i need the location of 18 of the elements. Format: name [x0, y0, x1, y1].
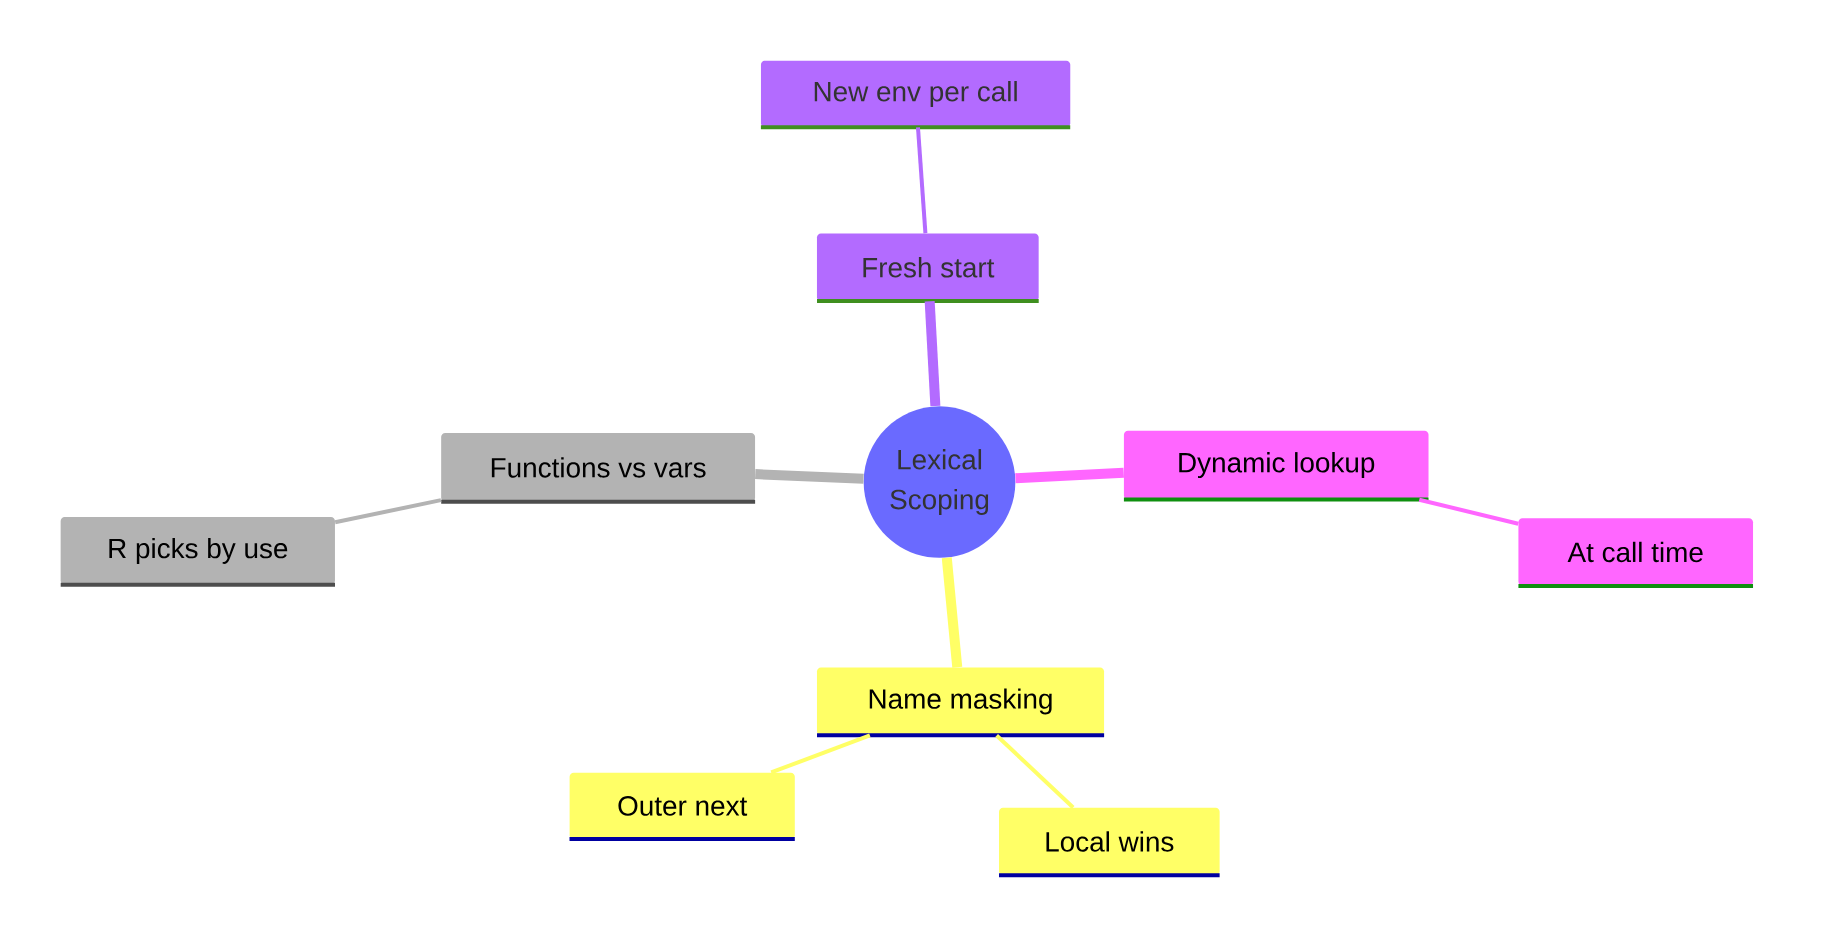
topic-box: R picks by use	[60, 517, 335, 587]
branch-line	[1015, 467, 1124, 484]
topic-box: Name masking	[816, 667, 1105, 738]
topic-box: Fresh start	[816, 233, 1039, 304]
topic-box: Local wins	[999, 807, 1220, 878]
topic-box: Dynamic lookup	[1123, 430, 1429, 502]
topic-box: Functions vs vars	[441, 432, 756, 504]
topic-box: New env per call	[760, 60, 1071, 130]
branch-line	[755, 469, 864, 484]
branch-line	[1418, 497, 1519, 526]
branch-line	[770, 733, 871, 775]
branch-line	[995, 734, 1075, 809]
topic-box: At call time	[1518, 518, 1753, 588]
branch-line	[941, 557, 963, 668]
branch-line	[334, 498, 442, 525]
branch-line	[924, 301, 941, 407]
branch-line	[915, 127, 928, 234]
topic-box: Outer next	[569, 772, 795, 842]
